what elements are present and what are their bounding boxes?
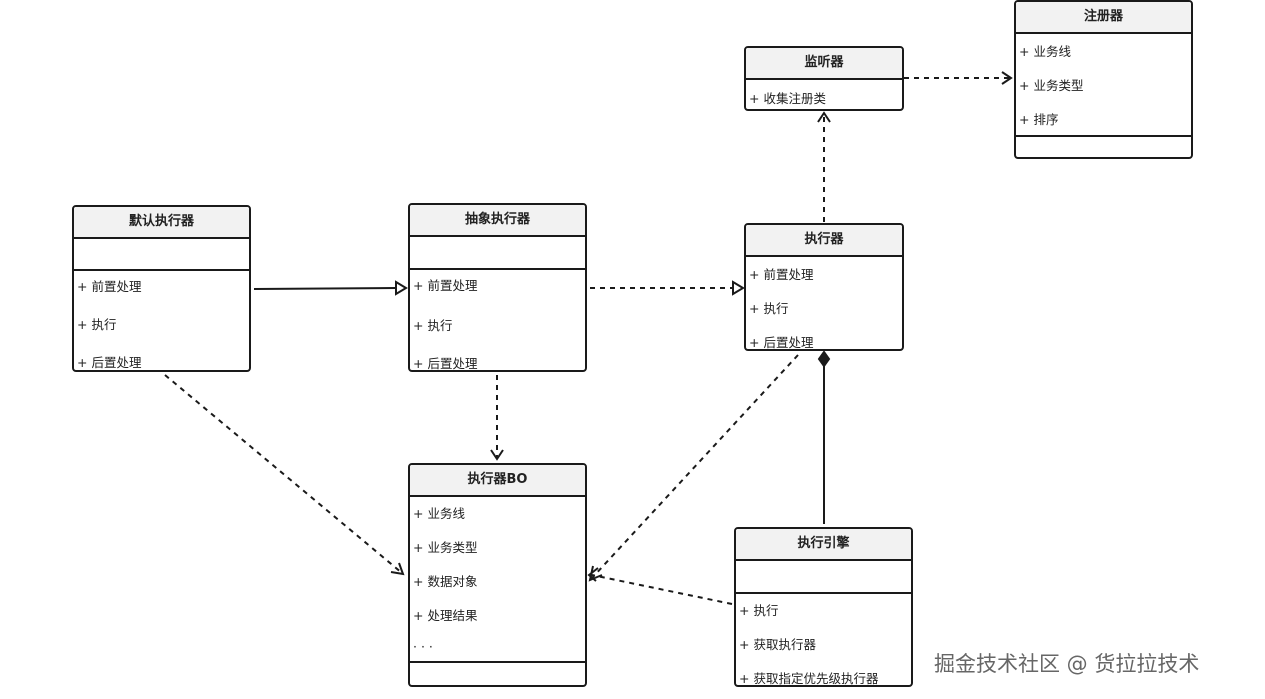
- attribute: + 数据对象: [413, 574, 478, 589]
- open-arrowhead: [490, 449, 504, 461]
- hollow-triangle-arrowhead: [395, 280, 408, 296]
- method: + 获取执行器: [739, 637, 816, 652]
- open-arrowhead: [817, 111, 831, 123]
- attributes-section: [74, 239, 249, 271]
- method: + 执行: [77, 317, 117, 332]
- engine-to-bo-dependency: [591, 574, 733, 605]
- method: + 获取指定优先级执行器: [739, 671, 879, 686]
- attribute: + 业务线: [1019, 44, 1071, 59]
- method: + 后置处理: [413, 356, 478, 371]
- open-arrowhead: [1001, 71, 1013, 85]
- class-execution-engine: 执行引擎 + 执行 + 获取执行器 + 获取指定优先级执行器: [734, 527, 913, 687]
- class-executor-bo: 执行器BO + 业务线 + 业务类型 + 数据对象 + 处理结果 · · ·: [408, 463, 587, 687]
- attribute: + 处理结果: [413, 608, 478, 623]
- filled-diamond: [817, 350, 831, 368]
- class-title: 监听器: [746, 48, 902, 80]
- class-registry: 注册器 + 业务线 + 业务类型 + 排序: [1014, 0, 1193, 159]
- open-arrowhead: [587, 567, 599, 582]
- class-title: 执行器: [746, 225, 902, 257]
- class-default-executor: 默认执行器 + 前置处理 + 执行 + 后置处理: [72, 205, 251, 372]
- method: + 后置处理: [77, 355, 142, 370]
- attribute: + 业务线: [413, 506, 465, 521]
- attributes-section: [410, 237, 585, 270]
- executor-to-bo-dependency: [591, 354, 799, 579]
- attribute: + 业务类型: [1019, 78, 1084, 93]
- attributes-section: [736, 561, 911, 594]
- default-to-abstract-inheritance: [253, 287, 397, 290]
- attribute: + 执行: [749, 301, 789, 316]
- class-title: 执行引擎: [736, 529, 911, 561]
- class-title: 默认执行器: [74, 207, 249, 239]
- method: + 执行: [413, 318, 453, 333]
- methods-section: + 前置处理 + 执行 + 后置处理: [410, 275, 585, 371]
- class-executor: 执行器 + 前置处理 + 执行 + 后置处理: [744, 223, 904, 351]
- watermark-text: 掘金技术社区 @ 货拉拉技术: [934, 652, 1200, 676]
- class-title: 抽象执行器: [410, 205, 585, 237]
- method: + 前置处理: [77, 279, 142, 294]
- attribute: + 业务类型: [413, 540, 478, 555]
- methods-section: + 前置处理 + 执行 + 后置处理: [74, 276, 249, 370]
- attribute: + 前置处理: [749, 267, 814, 282]
- attribute: + 排序: [1019, 112, 1059, 127]
- open-arrowhead: [390, 562, 405, 576]
- class-listener: 监听器 + 收集注册类: [744, 46, 904, 111]
- attributes-section: + 业务线 + 业务类型 + 数据对象 + 处理结果 · · ·: [410, 503, 585, 663]
- attribute-ellipsis: · · ·: [413, 639, 433, 654]
- method: + 前置处理: [413, 278, 478, 293]
- methods-section: + 执行 + 获取执行器 + 获取指定优先级执行器: [736, 600, 911, 686]
- class-abstract-executor: 抽象执行器 + 前置处理 + 执行 + 后置处理: [408, 203, 587, 372]
- class-title: 执行器BO: [410, 465, 585, 497]
- hollow-triangle-arrowhead: [732, 280, 745, 296]
- attributes-section: + 收集注册类: [746, 88, 902, 107]
- default-to-bo-dependency: [164, 374, 403, 574]
- attribute: + 后置处理: [749, 335, 814, 350]
- attributes-section: + 业务线 + 业务类型 + 排序: [1016, 41, 1191, 137]
- method: + 执行: [739, 603, 779, 618]
- attribute: + 收集注册类: [749, 91, 826, 106]
- open-arrowhead: [588, 565, 603, 582]
- class-title: 注册器: [1016, 2, 1191, 34]
- attributes-section: + 前置处理 + 执行 + 后置处理: [746, 264, 902, 350]
